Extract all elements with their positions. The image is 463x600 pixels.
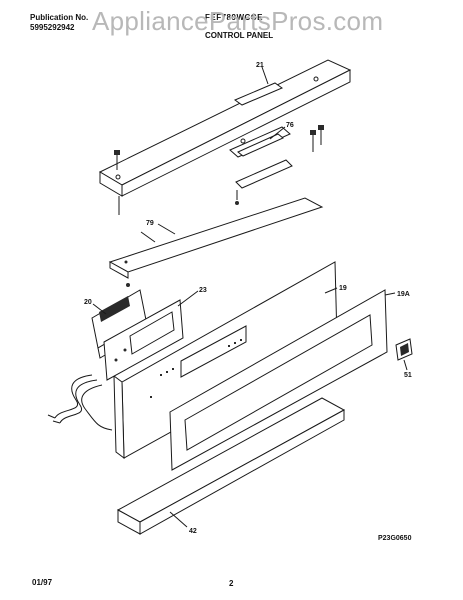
part-23-board-bracket xyxy=(103,299,184,381)
callout-51: 51 xyxy=(404,372,412,379)
publication-label: Publication No. xyxy=(30,13,89,22)
callout-42: 42 xyxy=(189,528,197,535)
publication-number: 5995292942 xyxy=(30,23,75,32)
callout-79: 79 xyxy=(146,220,154,227)
part-51-clip xyxy=(395,338,413,361)
model-number: FEF789WCCE xyxy=(205,13,263,22)
callout-20: 20 xyxy=(84,299,92,306)
screws xyxy=(114,125,324,205)
callout-19: 19 xyxy=(339,285,347,292)
diagram-code: P23G0650 xyxy=(378,535,412,542)
footer-date: 01/97 xyxy=(32,578,53,587)
callout-19A: 19A xyxy=(397,291,410,298)
callout-23: 23 xyxy=(199,287,207,294)
section-title: CONTROL PANEL xyxy=(205,31,274,40)
part-19A-overlay xyxy=(169,289,388,471)
callout-21: 21 xyxy=(256,62,264,69)
callout-76: 76 xyxy=(286,122,294,129)
watermark: AppliancePartsPros.com xyxy=(92,6,384,36)
part-79-bracket xyxy=(108,197,324,287)
part-42-vent-grille xyxy=(116,397,346,535)
leader-lines xyxy=(92,66,408,528)
page-number: 2 xyxy=(229,579,234,588)
part-21-trim-cap xyxy=(98,59,352,215)
wire-harness xyxy=(47,374,113,431)
